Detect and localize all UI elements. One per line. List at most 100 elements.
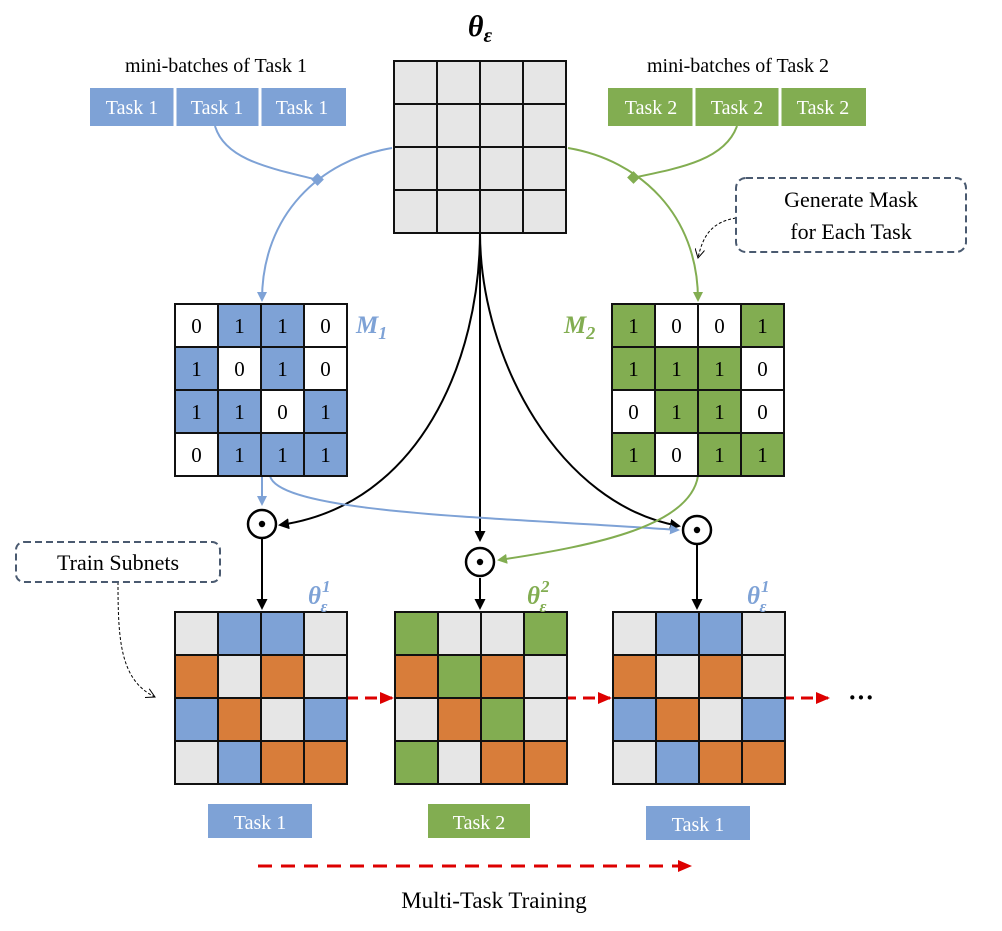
- task-tag-1-text: Task 1: [234, 812, 286, 834]
- mask-cell: [654, 389, 699, 434]
- mask-cell: [654, 346, 699, 391]
- mask-cell: [740, 346, 785, 391]
- task1-batches-caption: mini-batches of Task 1: [125, 55, 307, 77]
- subnet-cell: [303, 654, 348, 699]
- subnet-3-matrix: [612, 611, 786, 785]
- mask-cell-value: 1: [234, 443, 245, 467]
- mask-cell-value: 1: [234, 400, 245, 424]
- subnet-cell: [217, 740, 262, 785]
- subnet-cell: [303, 611, 348, 656]
- train-subnets-note: Train Subnets: [15, 541, 221, 583]
- mask-cell-value: 1: [671, 357, 682, 381]
- train-note-text: Train Subnets: [57, 550, 179, 575]
- subnet-cell: [174, 611, 219, 656]
- subnet-cell: [655, 697, 700, 742]
- subnet-cell: [523, 611, 568, 656]
- task1-batches: mini-batches of Task 1 Task 1 Task 1 Tas…: [90, 55, 346, 126]
- task-tag-1: Task 1: [208, 804, 312, 838]
- mask-cell: [174, 303, 219, 348]
- mask-cell: [303, 432, 348, 477]
- mask-cell-value: 0: [671, 314, 682, 338]
- subnet-cell: [394, 740, 439, 785]
- mask-cell: [260, 303, 305, 348]
- mask-cell: [303, 303, 348, 348]
- subnet-cell: [394, 654, 439, 699]
- mask-cell: [217, 346, 262, 391]
- footer-caption: Multi-Task Training: [401, 888, 587, 913]
- mask-cell-value: 0: [320, 357, 331, 381]
- theta-cell: [436, 60, 481, 105]
- theta-cell: [479, 103, 524, 148]
- mask-cell-value: 1: [234, 314, 245, 338]
- subnet-cell: [523, 654, 568, 699]
- subnet-cell: [741, 697, 786, 742]
- subnet-cell: [698, 740, 743, 785]
- subnet-cell: [741, 611, 786, 656]
- subnet-cell: [174, 654, 219, 699]
- mask-cell-value: 1: [671, 400, 682, 424]
- subnet-cell: [174, 740, 219, 785]
- mask-1-label: M1: [355, 312, 387, 343]
- subnet-cell: [217, 611, 262, 656]
- mask-cell-value: 1: [191, 400, 202, 424]
- theta-cell: [479, 60, 524, 105]
- task2-batch-1: Task 2: [711, 97, 763, 119]
- mask-cell-value: 0: [671, 443, 682, 467]
- mask-cell-value: 0: [320, 314, 331, 338]
- mask-cell-value: 0: [757, 400, 768, 424]
- theta-label: θε: [468, 10, 493, 47]
- subnet-cell: [480, 611, 525, 656]
- generate-mask-note: Generate Mask for Each Task: [735, 177, 967, 253]
- mask-cell: [611, 432, 656, 477]
- subnet-cell: [260, 740, 305, 785]
- subnet-2-matrix: [394, 611, 568, 785]
- mask-cell: [611, 346, 656, 391]
- subnet-cell: [741, 740, 786, 785]
- subnet-cell: [655, 611, 700, 656]
- task-tag-3-text: Task 1: [672, 814, 724, 836]
- subnet-cell: [217, 697, 262, 742]
- generate-note-pointer: [698, 217, 737, 258]
- subnet-cell: [480, 654, 525, 699]
- subnet-cell: [437, 654, 482, 699]
- theta-cell: [522, 189, 567, 234]
- mask-cell: [260, 346, 305, 391]
- hadamard-op-2: [464, 546, 496, 578]
- mask-cell-value: 1: [320, 443, 331, 467]
- generate-note-line1: Generate Mask: [784, 187, 918, 212]
- hadamard-op-3: [681, 514, 713, 546]
- subnet-cell: [260, 654, 305, 699]
- blue-junction-diamond: [311, 173, 324, 186]
- operators: [246, 508, 713, 578]
- mask-cell-value: 0: [191, 314, 202, 338]
- green-batch-flow: [631, 125, 738, 179]
- theta-cell: [522, 60, 567, 105]
- subnet-cell: [612, 697, 657, 742]
- blue-batch-flow: [214, 125, 319, 181]
- ellipsis: ···: [848, 683, 874, 712]
- mask-cell-value: 1: [191, 357, 202, 381]
- mask-cell: [740, 432, 785, 477]
- mask-cell-value: 1: [714, 357, 725, 381]
- mask-cell-value: 1: [757, 314, 768, 338]
- mask-cell-value: 1: [277, 357, 288, 381]
- mask-cell: [740, 389, 785, 434]
- task2-batch-0: Task 2: [625, 97, 677, 119]
- green-theta-to-mask2: [567, 147, 703, 302]
- connector-arrows: [117, 125, 830, 872]
- subnet-1-matrix: [174, 611, 348, 785]
- subnet-cell: [612, 611, 657, 656]
- mask-cell: [217, 389, 262, 434]
- mask-cell: [654, 432, 699, 477]
- task2-batches-caption: mini-batches of Task 2: [647, 55, 829, 77]
- theta-cell: [522, 103, 567, 148]
- theta-matrix: [393, 60, 567, 234]
- subnet-cell: [394, 697, 439, 742]
- mask-cell-value: 0: [277, 400, 288, 424]
- subnet-cell: [523, 740, 568, 785]
- subnet-cell: [698, 654, 743, 699]
- mask-cell: [174, 432, 219, 477]
